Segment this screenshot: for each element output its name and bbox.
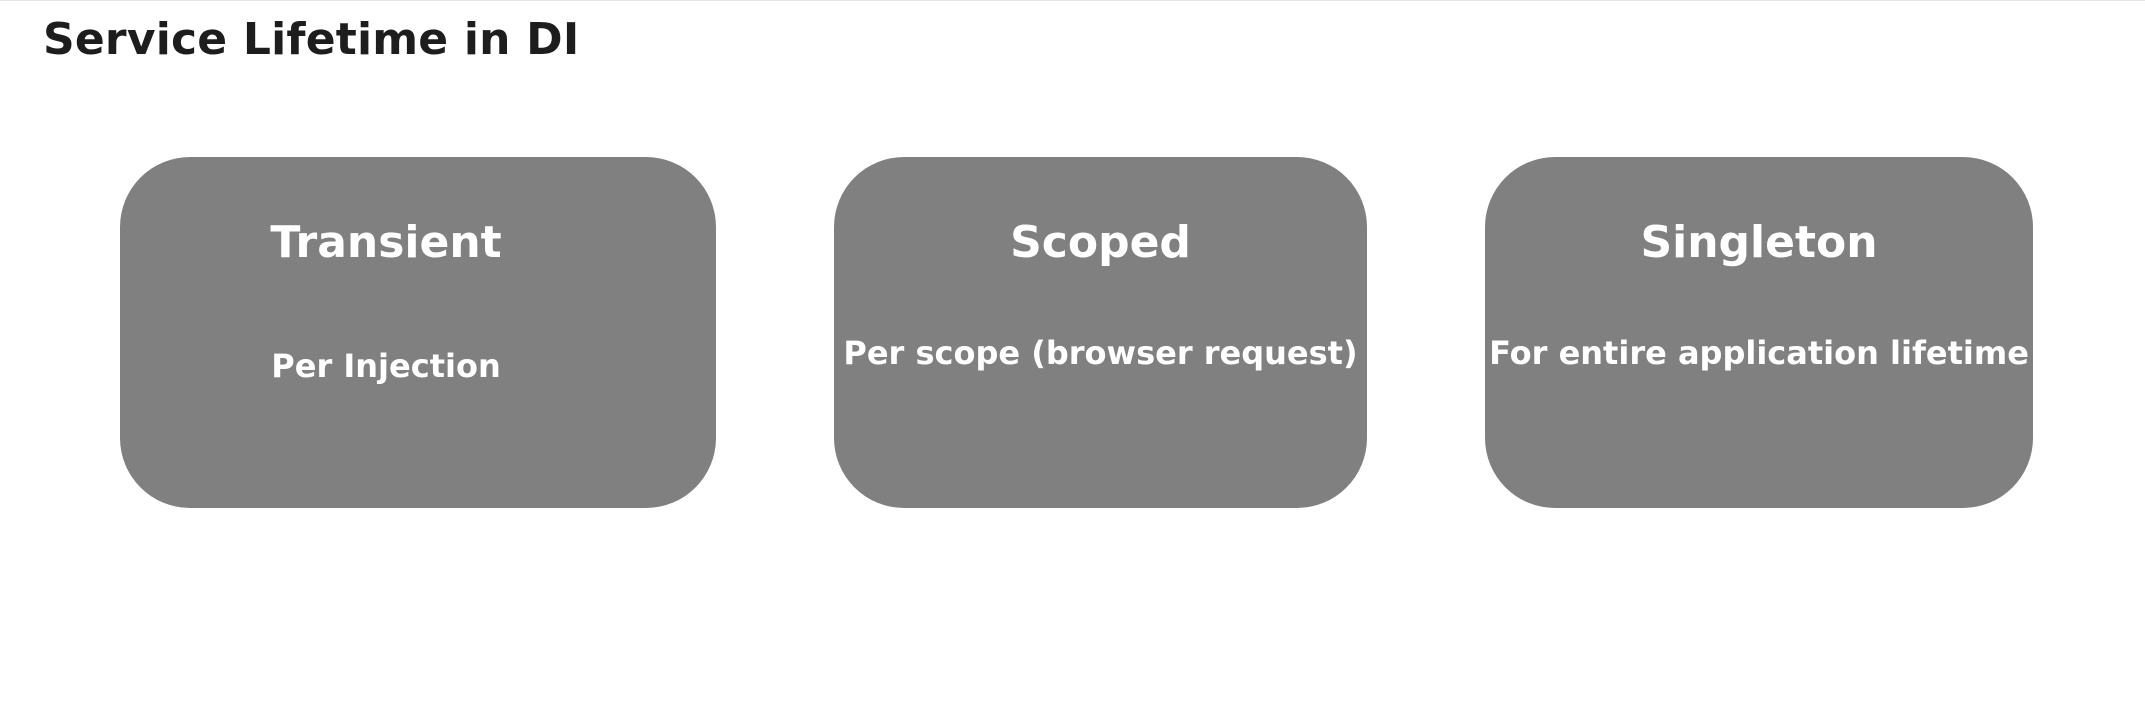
lifetime-card-transient: Transient Per Injection	[120, 157, 716, 508]
lifetime-card-singleton: Singleton For entire application lifetim…	[1485, 157, 2033, 508]
card-title-singleton: Singleton	[1640, 217, 1878, 268]
card-title-scoped: Scoped	[1010, 217, 1191, 268]
card-description-scoped: Per scope (browser request)	[843, 334, 1358, 372]
card-title-transient: Transient	[270, 217, 502, 268]
page-title: Service Lifetime in DI	[43, 14, 580, 65]
card-description-transient: Per Injection	[271, 347, 501, 385]
card-description-singleton: For entire application lifetime	[1489, 334, 2029, 372]
top-divider	[0, 0, 2145, 1]
lifetime-card-scoped: Scoped Per scope (browser request)	[834, 157, 1367, 508]
